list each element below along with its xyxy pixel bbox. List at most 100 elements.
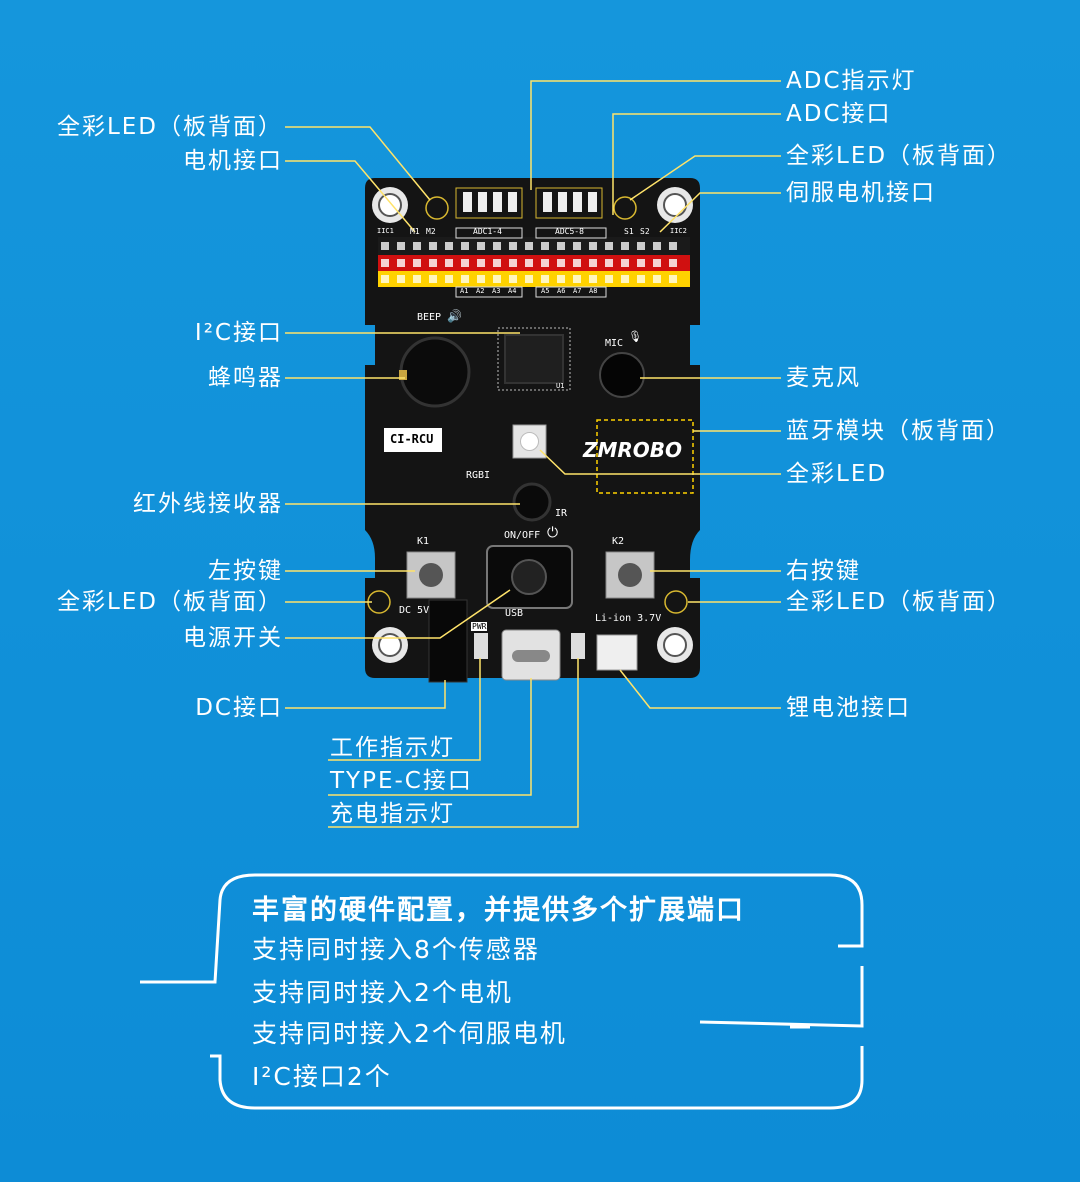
label-adc-indicator: ADC指示灯 <box>786 68 917 94</box>
u1-label: U1 <box>556 382 565 390</box>
speaker-icon: 🔊 <box>447 309 462 323</box>
header-pin <box>637 275 645 283</box>
a-pin-label: A1 <box>460 287 469 295</box>
label-rgb-led-back-top-left: 全彩LED（板背面） <box>56 114 283 140</box>
power-icon: ⏻ <box>547 525 559 541</box>
header-pin <box>525 242 533 250</box>
label-motor-port: 电机接口 <box>183 148 283 174</box>
label-dc-port: DC接口 <box>195 695 283 721</box>
header-pin <box>381 275 389 283</box>
label-servo-port: 伺服电机接口 <box>786 180 936 206</box>
header-pin <box>653 275 661 283</box>
a-pin-label: A7 <box>573 287 582 295</box>
header-pin <box>461 275 469 283</box>
rgb-label: RGBI <box>466 470 491 481</box>
k2-label: K2 <box>612 536 625 547</box>
label-work-indicator: 工作指示灯 <box>330 735 455 761</box>
header-pin <box>429 242 437 250</box>
label-rgb-led-back-bottom-right: 全彩LED（板背面） <box>786 589 1013 615</box>
feature-line: 支持同时接入8个传感器 <box>252 935 540 964</box>
header-pin <box>557 275 565 283</box>
header-pin <box>605 275 613 283</box>
header-pin <box>429 259 437 267</box>
beep-label: BEEP <box>417 312 442 323</box>
a-pin-label: A8 <box>589 287 598 295</box>
s2-label: S2 <box>640 227 650 236</box>
header-pin <box>461 242 469 250</box>
header-pin <box>669 242 677 250</box>
a-pin-label: A2 <box>476 287 485 295</box>
header-pin <box>509 275 517 283</box>
label-battery-port: 锂电池接口 <box>786 695 911 721</box>
header-pin <box>413 259 421 267</box>
model-label: CI-RCU <box>390 432 434 446</box>
header-pin <box>509 259 517 267</box>
header-pin <box>637 242 645 250</box>
feature-line: 支持同时接入2个电机 <box>252 978 513 1007</box>
header-pin <box>477 275 485 283</box>
header-pin <box>381 242 389 250</box>
label-ir-receiver: 红外线接收器 <box>133 491 283 517</box>
header-pin <box>541 275 549 283</box>
header-pin <box>653 259 661 267</box>
header-pin <box>573 259 581 267</box>
a-pin-label: A4 <box>508 287 517 295</box>
onoff-label: ON/OFF <box>504 530 541 541</box>
header-pin <box>589 275 597 283</box>
header-pin <box>509 242 517 250</box>
header-pin <box>541 242 549 250</box>
a-pin-label: A5 <box>541 287 550 295</box>
header-pin <box>557 242 565 250</box>
dc5v-label: DC 5V <box>399 605 430 616</box>
header-pin <box>397 275 405 283</box>
header-pin <box>445 242 453 250</box>
header-pin <box>605 242 613 250</box>
k1-label: K1 <box>417 536 430 547</box>
label-right-button: 右按键 <box>786 558 861 584</box>
mic-label: MIC <box>605 338 624 349</box>
label-rgb-led-back-top-right: 全彩LED（板背面） <box>786 143 1013 169</box>
feature-frame <box>140 873 864 1110</box>
pwr-label: PWR <box>471 622 488 631</box>
header-pin <box>637 259 645 267</box>
m1-label: M1 <box>410 227 420 236</box>
header-pin <box>589 242 597 250</box>
s1-label: S1 <box>624 227 634 236</box>
header-pin <box>621 242 629 250</box>
battery-label: Li-ion 3.7V <box>595 613 662 624</box>
header-pin <box>461 259 469 267</box>
header-pin <box>525 275 533 283</box>
header-pin <box>589 259 597 267</box>
header-pin <box>653 242 661 250</box>
header-pin <box>445 259 453 267</box>
header-pin <box>413 242 421 250</box>
label-left-button: 左按键 <box>208 558 283 584</box>
header-pin <box>477 242 485 250</box>
header-pin <box>493 242 501 250</box>
label-bluetooth-module: 蓝牙模块（板背面） <box>786 418 1011 444</box>
header-pin <box>445 275 453 283</box>
header-pin <box>493 259 501 267</box>
feature-line: I²C接口2个 <box>252 1062 392 1091</box>
features-title: 丰富的硬件配置，并提供多个扩展端口 <box>252 895 745 926</box>
header-pin <box>557 259 565 267</box>
feature-line: 支持同时接入2个伺服电机 <box>252 1019 567 1048</box>
header-pin <box>477 259 485 267</box>
iic2-label: IIC2 <box>670 227 687 235</box>
header-pin <box>573 242 581 250</box>
label-power-switch: 电源开关 <box>183 625 283 651</box>
label-buzzer: 蜂鸣器 <box>208 365 283 391</box>
header-pin <box>397 259 405 267</box>
label-i2c-port: I²C接口 <box>194 320 283 346</box>
a-pin-label: A6 <box>557 287 566 295</box>
header-pin <box>669 259 677 267</box>
header-pin <box>493 275 501 283</box>
adc58-label: ADC5-8 <box>555 227 584 236</box>
header-pin <box>669 275 677 283</box>
iic1-label: IIC1 <box>377 227 394 235</box>
leader-lines <box>285 80 781 828</box>
m2-label: M2 <box>426 227 436 236</box>
label-charge-indicator: 充电指示灯 <box>330 801 455 827</box>
brand-logo: ZMROBO <box>583 438 683 462</box>
